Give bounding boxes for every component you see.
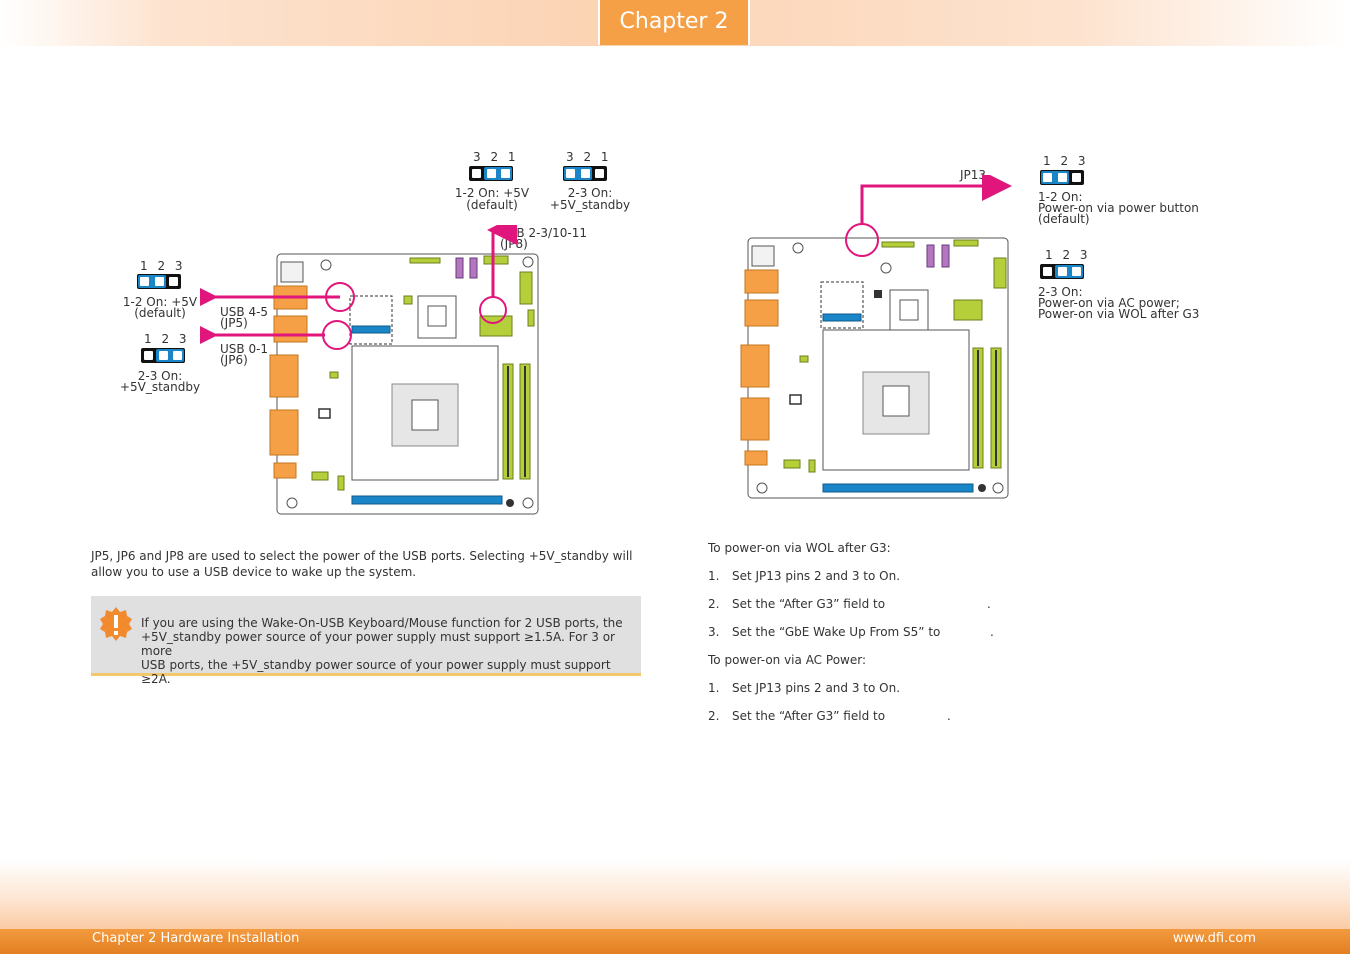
jp5-usb-label-2: (JP5)	[220, 316, 248, 330]
left-standby-jumper	[141, 348, 185, 363]
left-default-jumper	[137, 274, 181, 289]
jp13-default-label-1: 1-2 On:	[1038, 190, 1083, 204]
jp13-default-label-2: Power-on via power button	[1038, 201, 1199, 215]
jp8-standby-label-1: 2-3 On:	[567, 186, 613, 200]
note-box: If you are using the Wake-On-USB Keyboar…	[91, 596, 641, 686]
warning-icon	[100, 607, 132, 641]
jp8-default-pin-numbers: 3 2 1	[473, 150, 519, 164]
jp8-standby-pin-numbers: 3 2 1	[566, 150, 612, 164]
jp13-default-jumper	[1040, 170, 1084, 185]
description-line-2: allow you to use a USB device to wake up…	[91, 565, 417, 579]
wol-step-2: 2.Set the “After G3” field to	[708, 597, 886, 611]
jp6-usb-label-1: USB 0-1	[220, 342, 269, 356]
jp5-usb-label-1: USB 4-5	[220, 305, 269, 319]
wol-step-1: 1.Set JP13 pins 2 and 3 to On.	[708, 569, 901, 583]
note-line-3: USB ports, the +5V_standby power source …	[141, 658, 611, 686]
left-standby-label-1: 2-3 On:	[137, 369, 183, 383]
left-standby-pin-numbers: 1 2 3	[144, 332, 190, 346]
left-default-label-1: 1-2 On: +5V	[122, 295, 198, 309]
chapter-tab: Chapter 2	[598, 0, 750, 45]
wol-step-2-period: .	[987, 597, 991, 611]
footer-chapter-title: Chapter 2 Hardware Installation	[92, 931, 300, 946]
footer-band	[0, 860, 1350, 930]
wol-title: To power-on via WOL after G3:	[708, 541, 891, 555]
description-line-1: JP5, JP6 and JP8 are used to select the …	[91, 549, 633, 563]
jp8-standby-label-2: +5V_standby	[549, 198, 631, 212]
left-default-label-2: (default)	[134, 306, 186, 320]
jp8-usb-label-1: USB 2-3/10-11	[500, 226, 587, 240]
jp8-standby-jumper	[563, 166, 607, 181]
jp8-default-label-1: 1-2 On: +5V	[454, 186, 530, 200]
left-standby-label-2: +5V_standby	[119, 380, 201, 394]
jp13-alt-label-1: 2-3 On:	[1038, 285, 1083, 299]
jp13-alt-label-3: Power-on via WOL after G3	[1038, 307, 1200, 321]
ac-step-1: 1.Set JP13 pins 2 and 3 to On.	[708, 681, 901, 695]
jp8-default-label-2: (default)	[466, 198, 518, 212]
jp6-usb-label-2: (JP6)	[220, 353, 248, 367]
footer-bar	[0, 929, 1350, 954]
left-default-pin-numbers: 1 2 3	[140, 259, 186, 273]
ac-step-2-period: .	[947, 709, 951, 723]
left-motherboard-diagram	[200, 225, 539, 515]
wol-step-3-period: .	[990, 625, 994, 639]
ac-title: To power-on via AC Power:	[708, 653, 866, 667]
footer-website-link[interactable]: www.dfi.com	[1172, 931, 1256, 946]
jp13-label: JP13	[960, 168, 987, 182]
jp8-default-jumper	[469, 166, 513, 181]
right-motherboard-diagram	[740, 175, 1012, 499]
note-line-2: +5V_standby power source of your power s…	[141, 630, 615, 658]
jp13-default-label-3: (default)	[1038, 212, 1090, 226]
jp13-alt-label-2: Power-on via AC power;	[1038, 296, 1180, 310]
jp13-default-pin-numbers: 1 2 3	[1043, 154, 1089, 168]
jp13-alt-pin-numbers: 1 2 3	[1045, 248, 1091, 262]
note-line-1: If you are using the Wake-On-USB Keyboar…	[141, 616, 623, 630]
wol-step-3: 3.Set the “GbE Wake Up From S5” to	[708, 625, 941, 639]
jp13-alt-jumper	[1040, 264, 1084, 279]
ac-step-2: 2.Set the “After G3” field to	[708, 709, 886, 723]
